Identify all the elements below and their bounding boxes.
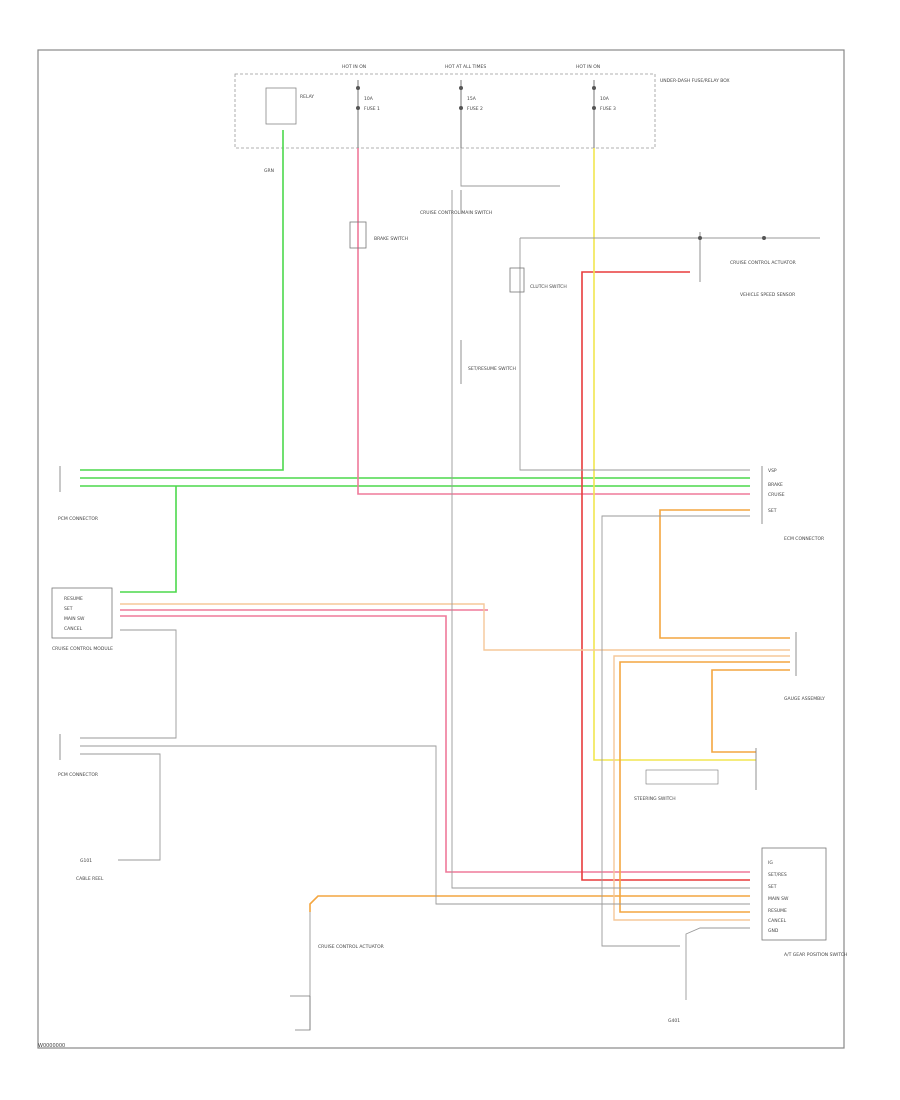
svg-text:FUSE 3: FUSE 3 [600,106,616,112]
svg-text:CANCEL: CANCEL [64,626,83,632]
svg-text:CANCEL: CANCEL [768,918,787,924]
relay-label: RELAY [300,94,314,100]
wire-yellow [593,148,756,761]
svg-text:FUSE 2: FUSE 2 [467,106,483,112]
brake-switch: BRAKE SWITCH [349,221,408,249]
svg-text:CRUISE: CRUISE [768,492,785,498]
clutch-switch: CLUTCH SWITCH [509,267,567,293]
svg-text:BRAKE SWITCH: BRAKE SWITCH [374,236,408,242]
svg-text:CRUISE CONTROL ACTUATOR: CRUISE CONTROL ACTUATOR [318,944,384,950]
pcm-connector-a: PCM CONNECTOR [58,466,98,522]
svg-text:CLUTCH SWITCH: CLUTCH SWITCH [530,284,567,290]
svg-text:PCM CONNECTOR: PCM CONNECTOR [58,516,98,522]
cruise-control-module: IG SET/RES SET MAIN SW RESUME CANCEL GND… [761,847,847,958]
cruise-actuator-bottom: CRUISE CONTROL ACTUATOR [290,944,384,1030]
gauge-connector: GAUGE ASSEMBLY [784,632,825,702]
relay-box [265,87,297,125]
page-code: W0000000 [38,1043,66,1049]
svg-text:MAIN SW: MAIN SW [64,616,85,622]
svg-text:CABLE REEL: CABLE REEL [76,876,104,882]
hot-label-right: HOT IN ON [576,64,600,70]
wire-green [80,130,750,593]
svg-text:CRUISE CONTROL ACTUATOR: CRUISE CONTROL ACTUATOR [730,260,796,266]
wire-red [581,271,750,881]
cruise-actuator-connector: CRUISE CONTROL ACTUATOR VEHICLE SPEED SE… [698,232,796,298]
svg-text:FUSE 1: FUSE 1 [364,106,380,112]
diagram-border [37,49,845,1049]
hot-label-mid: HOT AT ALL TIMES [445,64,486,70]
svg-text:G401: G401 [668,1018,680,1024]
wire-peach [120,603,790,921]
svg-text:VSP: VSP [768,468,777,474]
svg-text:STEERING SWITCH: STEERING SWITCH [634,796,676,802]
svg-text:IG: IG [768,860,773,866]
cruise-main-switch: CRUISE CONTROL MAIN SWITCH [420,190,492,216]
svg-text:BRAKE: BRAKE [768,482,783,488]
set-resume-switch: SET/RESUME SWITCH [460,340,516,384]
ground-right: G401 [668,1018,680,1024]
svg-text:CRUISE CONTROL MODULE: CRUISE CONTROL MODULE [52,646,113,652]
fuse-box-label: UNDER-DASH FUSE/RELAY BOX [660,78,730,84]
fuse-left: 10A FUSE 1 [356,80,380,148]
pcm-connector-b: PCM CONNECTOR [58,734,98,778]
fuse-right: 10A FUSE 3 [592,80,616,148]
svg-text:SET: SET [768,884,777,890]
fuse-mid: 15A FUSE 2 [459,80,483,148]
svg-text:RESUME: RESUME [768,908,787,914]
svg-text:VEHICLE SPEED SENSOR: VEHICLE SPEED SENSOR [740,292,795,298]
svg-text:GAUGE ASSEMBLY: GAUGE ASSEMBLY [784,696,825,702]
steering-switch: STEERING SWITCH [634,748,757,802]
svg-text:MAIN SW: MAIN SW [768,896,789,902]
svg-text:G101: G101 [80,858,92,864]
svg-text:15A: 15A [467,96,477,102]
wire-gray [80,148,820,1031]
svg-text:10A: 10A [364,96,374,102]
svg-text:CRUISE CONTROL MAIN SWITCH: CRUISE CONTROL MAIN SWITCH [420,210,492,216]
svg-text:SET: SET [64,606,73,612]
cruise-module-left: RESUME SET MAIN SW CANCEL CRUISE CONTROL… [51,587,113,652]
svg-text:GND: GND [768,928,779,934]
svg-text:RESUME: RESUME [64,596,83,602]
svg-text:SET: SET [768,508,777,514]
svg-text:10A: 10A [600,96,610,102]
svg-text:SET/RES: SET/RES [768,872,787,878]
relay-wire-label: GRN [264,168,274,174]
svg-text:A/T GEAR POSITION SWITCH: A/T GEAR POSITION SWITCH [784,952,847,958]
ecm-connector: VSP BRAKE CRUISE SET ECM CONNECTOR [761,466,824,542]
svg-text:PCM CONNECTOR: PCM CONNECTOR [58,772,98,778]
wire-pink [120,148,750,873]
svg-text:SET/RESUME SWITCH: SET/RESUME SWITCH [468,366,516,372]
ground-left: G101 CABLE REEL [76,858,104,882]
svg-text:ECM CONNECTOR: ECM CONNECTOR [784,536,824,542]
hot-label-left: HOT IN ON [342,64,366,70]
fuse-box-outline [234,73,656,149]
wire-orange [309,509,790,913]
